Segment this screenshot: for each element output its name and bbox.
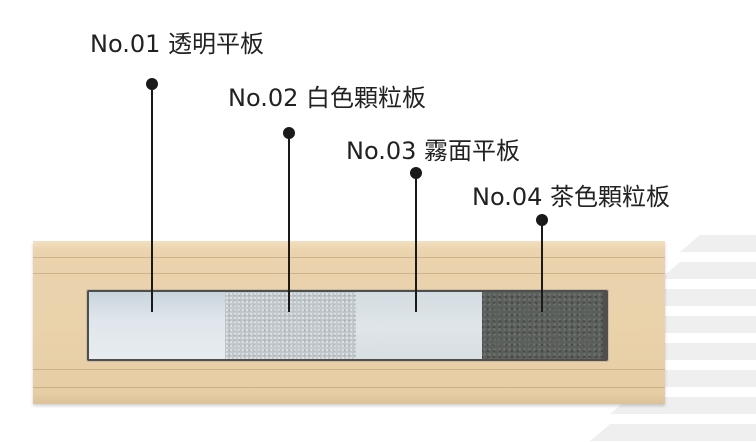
frame-groove: [33, 273, 665, 274]
sample-white-grain-plate: [225, 292, 356, 359]
label-no01: No.01 透明平板: [90, 30, 265, 58]
label-no04: No.04 茶色顆粒板: [472, 183, 671, 211]
sample-clear-plate: [89, 292, 225, 359]
label-no03: No.03 霧面平板: [346, 137, 521, 165]
sample-matte-plate: [356, 292, 482, 359]
frame-groove: [33, 257, 665, 258]
sample-window: [86, 289, 609, 362]
label-no02: No.02 白色顆粒板: [228, 84, 427, 112]
frame-groove: [33, 387, 665, 388]
sample-brown-grain-plate: [482, 292, 603, 359]
frame-groove: [33, 369, 665, 370]
